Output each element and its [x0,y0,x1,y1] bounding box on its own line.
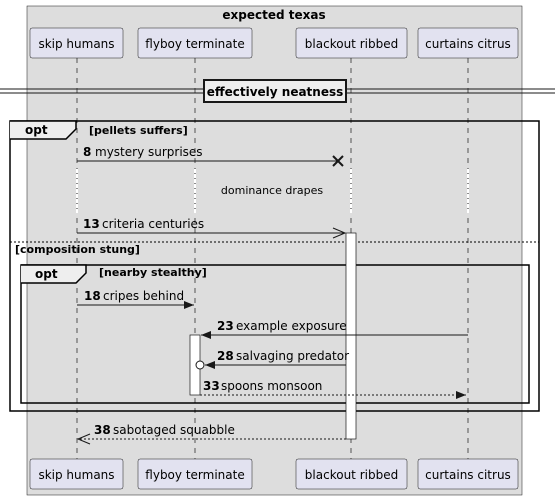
message-label: example exposure [236,319,347,333]
participant-label: curtains citrus [425,468,511,482]
message-33: 33 spoons monsoon [200,379,466,399]
participant-curtains-citrus-bottom: curtains citrus [417,458,519,490]
inner-opt-fragment: opt [nearby stealthy] [20,264,530,404]
filled-arrowhead-icon [184,301,194,309]
message-28: 28 salvaging predator [195,349,349,370]
filled-arrowhead-icon [205,361,215,369]
message-number: 33 [203,379,220,393]
inner-opt-keyword: opt [35,267,58,281]
circle-endpoint-icon [195,360,205,370]
message-label: salvaging predator [236,349,349,363]
participant-label: blackout ribbed [305,37,398,51]
filled-arrowhead-icon [201,331,211,339]
participant-skip-humans-top: skip humans [29,27,124,59]
message-number: 28 [217,349,234,363]
open-arrowhead-icon [76,433,91,445]
destroy-icon [332,155,344,167]
message-label: sabotaged squabble [113,423,235,437]
participant-blackout-ribbed-bottom: blackout ribbed [295,458,408,490]
participant-label: flyboy terminate [145,468,244,482]
message-number: 18 [84,289,101,303]
participant-flyboy-terminate-bottom: flyboy terminate [137,458,253,490]
delay-note: dominance drapes [221,184,323,197]
participant-curtains-citrus-top: curtains citrus [417,27,519,59]
message-number: 23 [217,319,234,333]
activation-bar-blackout-ribbed [345,232,357,440]
box-title: expected texas [222,8,325,22]
divider-label: effectively neatness [207,85,344,99]
message-label: spoons monsoon [221,379,322,393]
participant-label: skip humans [38,37,114,51]
delay-section: dominance drapes [76,168,469,213]
message-18: 18 cripes behind [77,289,194,309]
outer-opt-guard: [pellets suffers] [89,124,188,137]
message-13: 13 criteria centuries [77,217,347,239]
message-label: criteria centuries [102,217,204,231]
message-number: 38 [94,423,111,437]
filled-arrowhead-icon [456,391,466,399]
message-number: 13 [83,217,100,231]
participant-label: skip humans [38,468,114,482]
participant-skip-humans-bottom: skip humans [29,458,124,490]
message-38: 38 sabotaged squabble [76,423,346,445]
else-guard: [composition stung] [15,243,140,256]
message-23: 23 example exposure [201,319,468,339]
participant-blackout-ribbed-top: blackout ribbed [295,27,408,59]
message-label: mystery surprises [95,145,203,159]
participant-label: flyboy terminate [145,37,244,51]
outer-opt-keyword: opt [25,123,48,137]
outer-opt-fragment: opt [pellets suffers] [composition stung… [9,120,540,412]
participant-label: curtains citrus [425,37,511,51]
message-label: cripes behind [103,289,184,303]
divider: effectively neatness [0,79,555,103]
participant-label: blackout ribbed [305,468,398,482]
inner-opt-guard: [nearby stealthy] [99,266,207,279]
message-8: 8 mystery surprises [77,145,344,167]
open-arrowhead-icon [332,227,347,239]
participant-flyboy-terminate-top: flyboy terminate [137,27,253,59]
message-number: 8 [83,145,91,159]
